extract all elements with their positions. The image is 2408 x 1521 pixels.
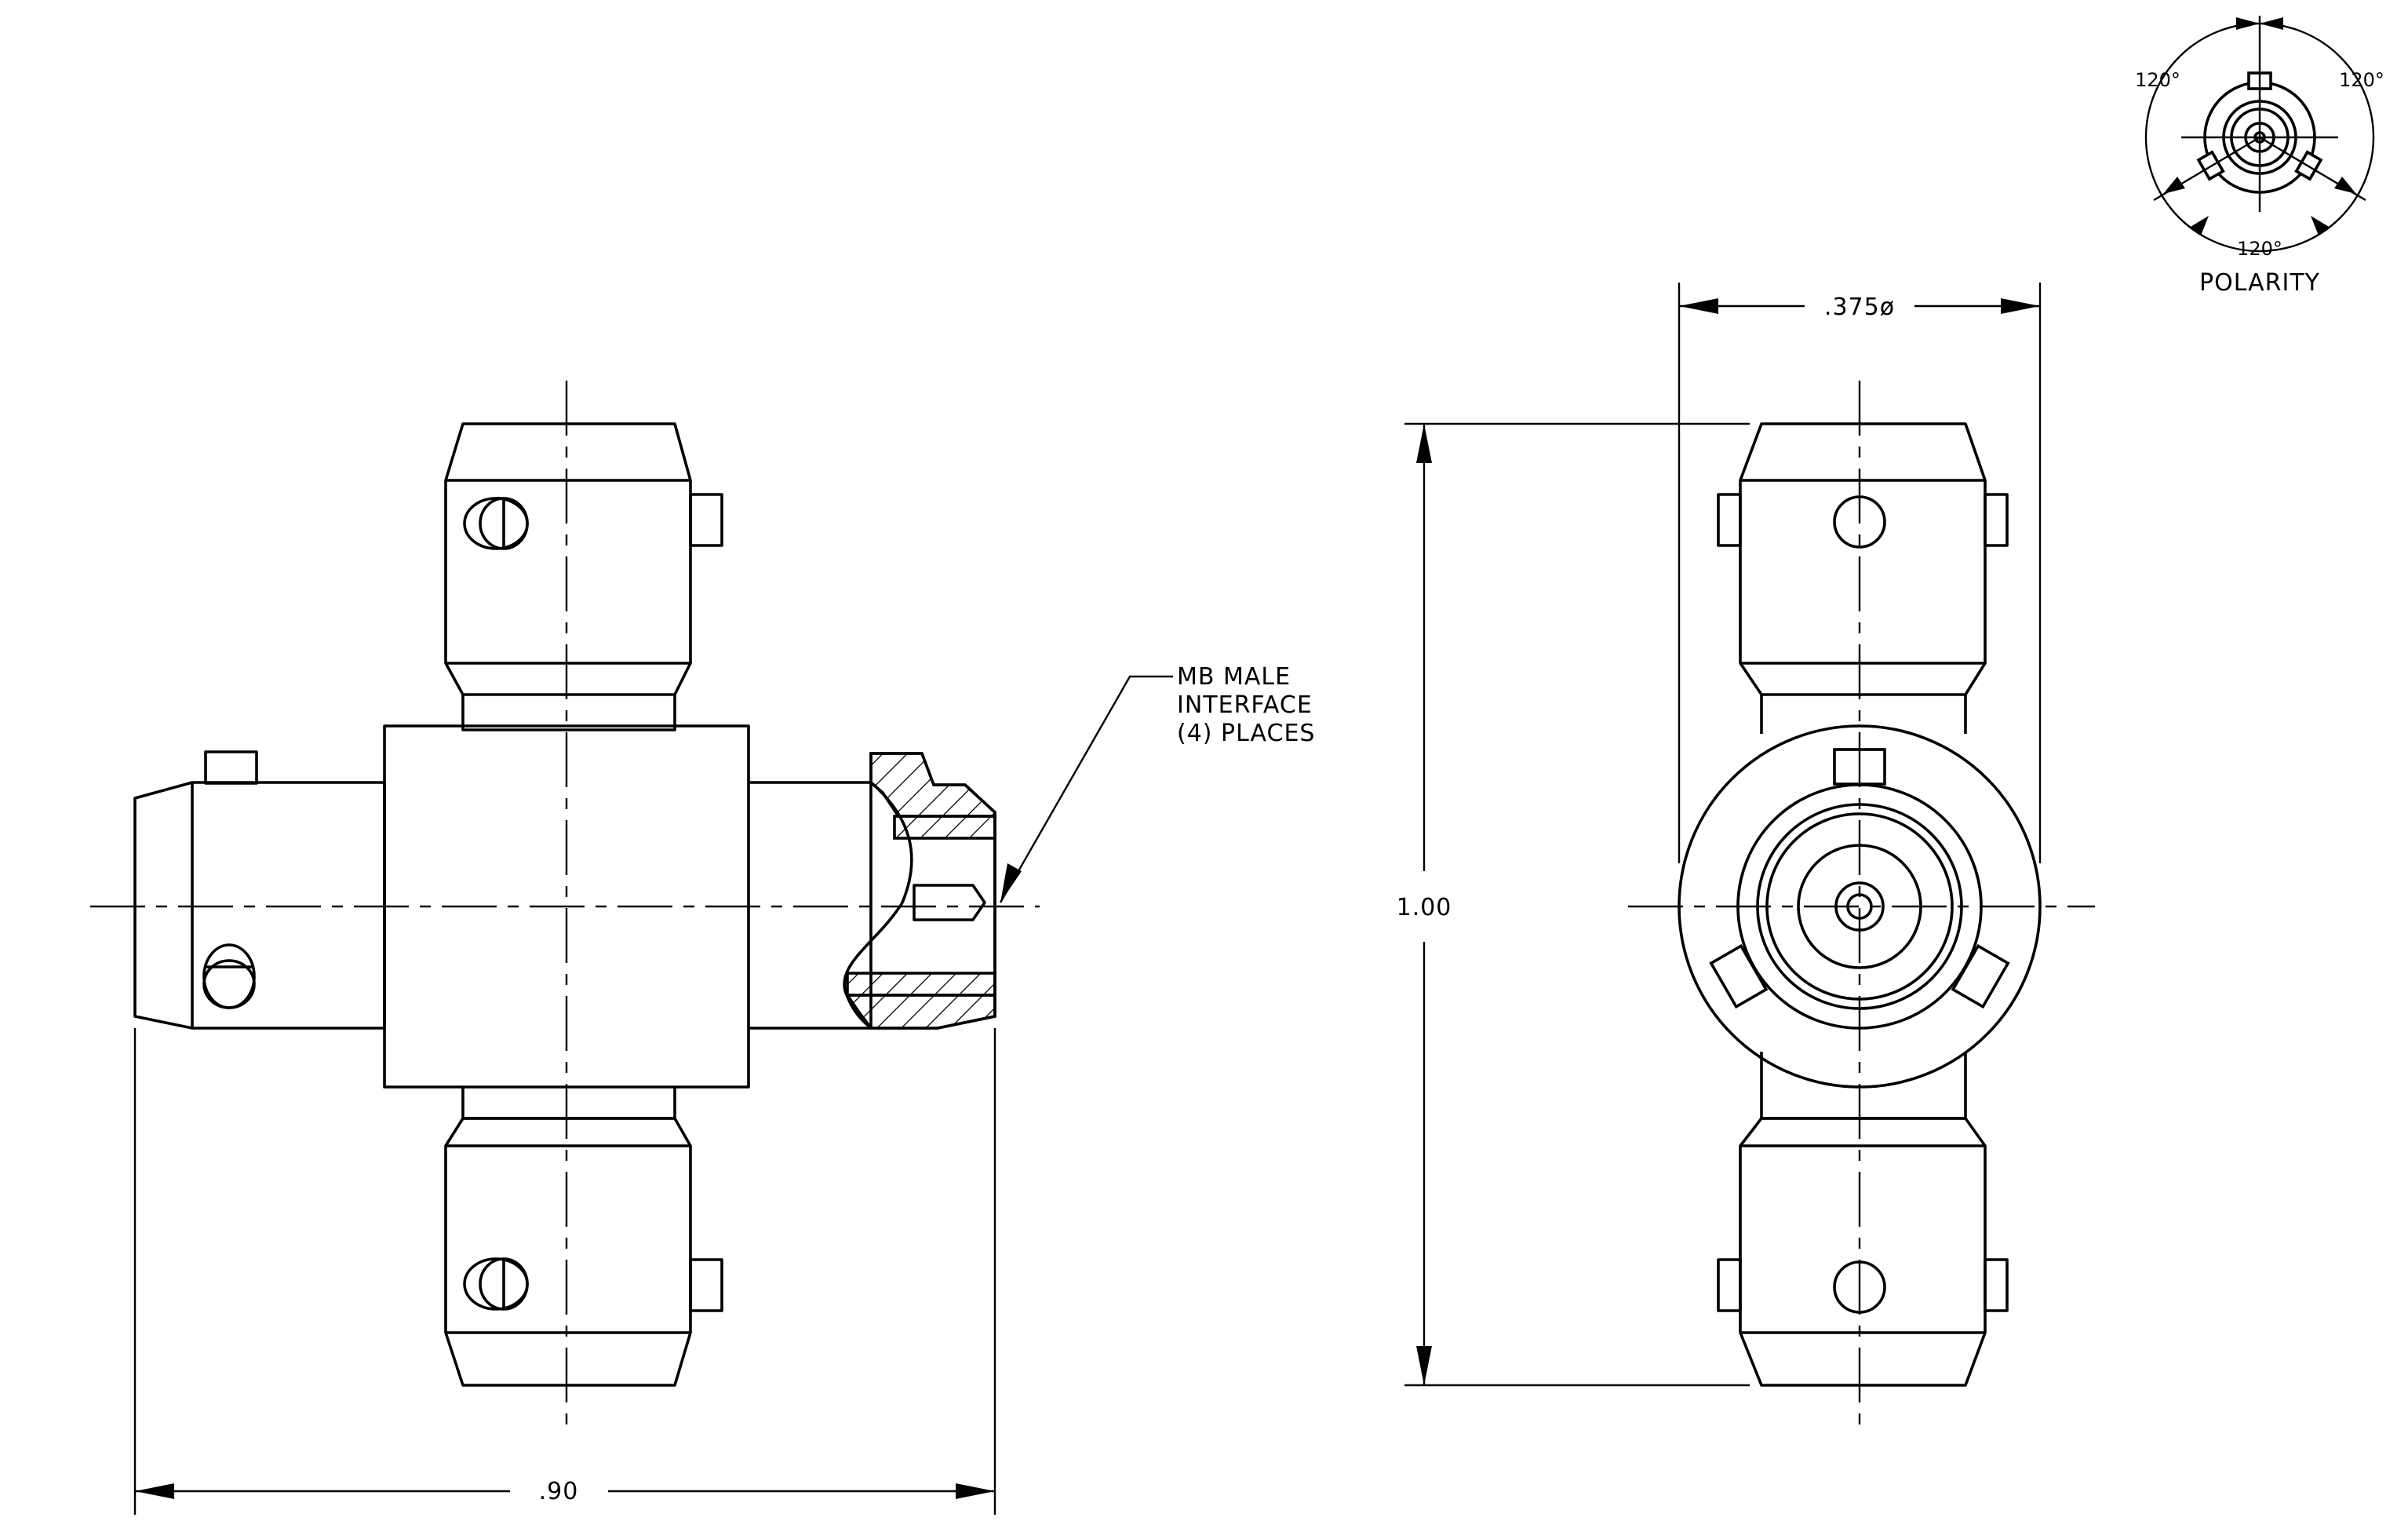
callout-line-1: MB MALE [1177,663,1291,691]
front-view: 1.00 .375ø [1397,283,2095,1432]
side-view-left-connector [133,750,386,1030]
polarity-detail: 120° 120° 120° POLARITY [2135,16,2384,297]
polarity-angle-right: 120° [2339,69,2384,91]
polarity-title: POLARITY [2199,269,2320,297]
interface-callout: MB MALE INTERFACE (4) PLACES [999,663,1315,903]
polarity-angle-bottom: 120° [2237,238,2282,260]
height-dimension: 1.00 [1397,422,1750,1387]
front-view-top-connector [1717,422,2009,734]
width-dimension-label: .90 [539,1478,579,1505]
diameter-dimension-label: .375ø [1824,294,1895,321]
side-view-top-connector [444,422,723,731]
polarity-angle-left: 120° [2135,69,2180,91]
side-view: .90 MB MALE INTERFACE (4) PLACES [90,381,1315,1515]
diameter-dimension: .375ø [1678,283,2042,863]
side-view-bottom-connector [444,1087,723,1387]
side-view-right-connector-section [749,752,996,1030]
width-dimension: .90 [133,1028,996,1515]
height-dimension-label: 1.00 [1397,894,1452,921]
front-view-bottom-connector [1717,1117,2009,1387]
callout-line-2: INTERFACE [1177,691,1313,719]
callout-line-3: (4) PLACES [1177,720,1315,747]
